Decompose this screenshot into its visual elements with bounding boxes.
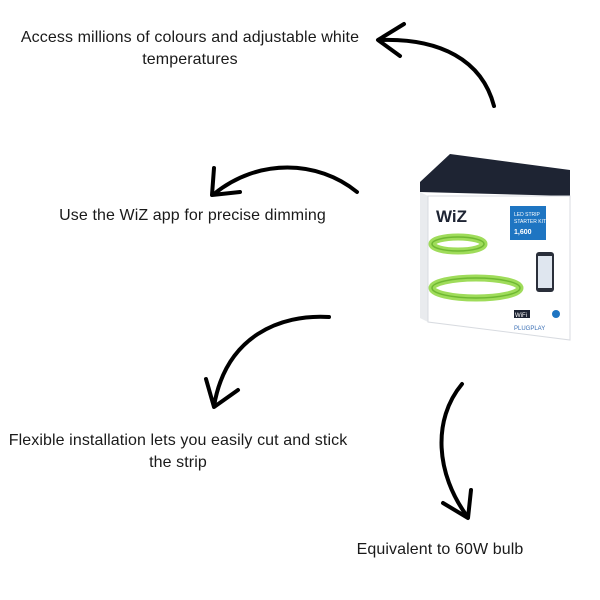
- arrow-to-install-icon: [204, 314, 331, 409]
- svg-text:LED STRIP: LED STRIP: [514, 212, 541, 218]
- svg-text:STARTER KIT: STARTER KIT: [514, 219, 546, 225]
- feature-caption-bulb: Equivalent to 60W bulb: [356, 541, 524, 558]
- product-box-image: WiZ LED STRIP STARTER KIT 1,600 WiFi PLU…: [418, 152, 578, 347]
- feature-caption-app: Use the WiZ app for precise dimming: [59, 207, 326, 224]
- arrow-to-app-icon: [210, 165, 359, 197]
- svg-text:1,600: 1,600: [514, 229, 532, 236]
- lumen-badge: [510, 206, 546, 240]
- wifi-icon: [514, 310, 530, 318]
- svg-text:WiFi: WiFi: [515, 313, 527, 319]
- bluetooth-icon: [552, 310, 560, 318]
- arrow-to-bulb-icon: [439, 382, 473, 520]
- arrow-to-colours-icon: [376, 22, 496, 108]
- svg-text:PLUGPLAY: PLUGPLAY: [514, 326, 545, 332]
- feature-caption-install: Flexible installation lets you easily cu…: [8, 432, 348, 471]
- feature-caption-colours: Access millions of colours and adjustabl…: [20, 29, 360, 68]
- brand-text: WiZ: [436, 207, 467, 226]
